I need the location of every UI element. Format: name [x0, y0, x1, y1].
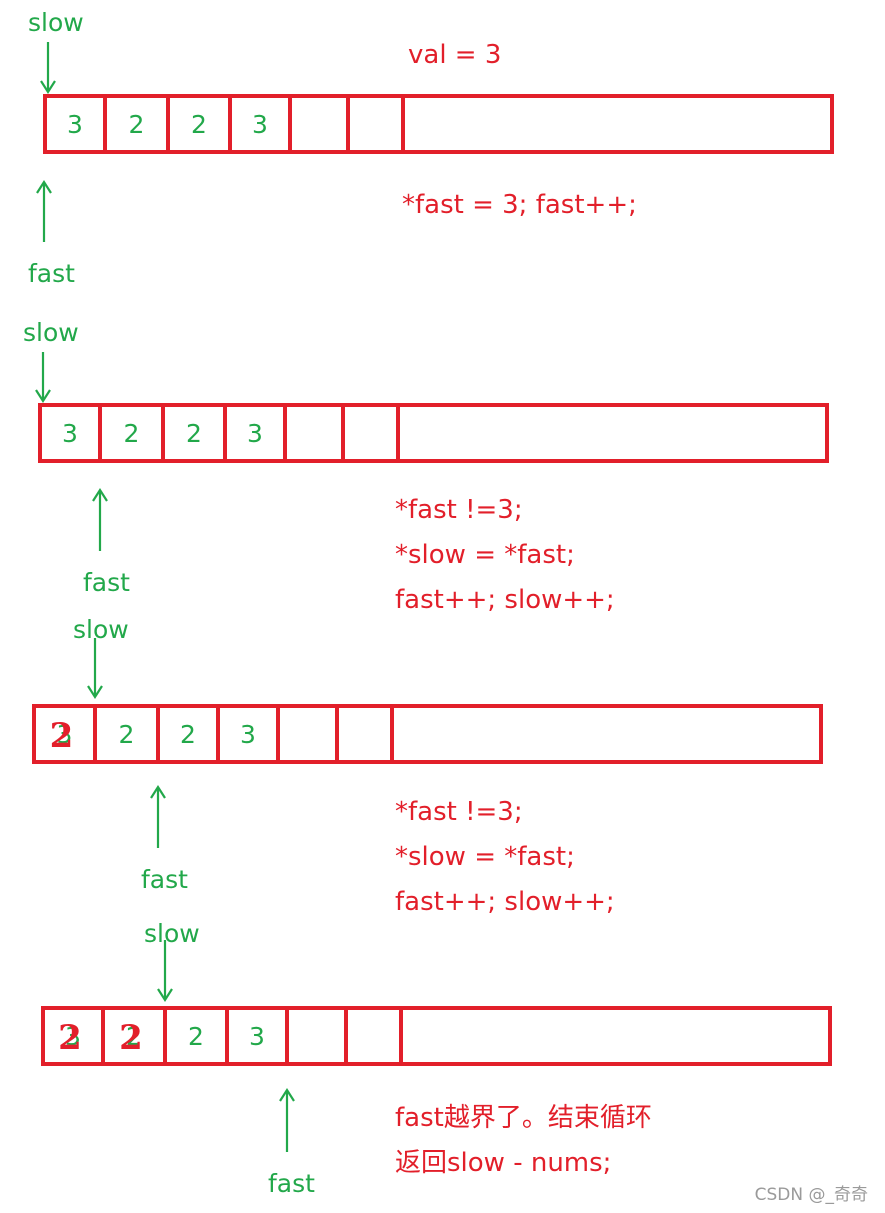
fast-arrowhead	[150, 784, 166, 799]
cell-value: 2	[191, 110, 207, 139]
cell-value: 3	[249, 1022, 265, 1051]
fast-pointer-label: fast	[83, 568, 130, 597]
cell-value: 3	[247, 419, 263, 448]
slow-arrowhead	[87, 685, 103, 700]
cell-value: 2	[129, 110, 145, 139]
fast-pointer-label: fast	[141, 865, 188, 894]
cell-value: 2	[124, 419, 140, 448]
step-2: 3 2 2 3 slow fast *fast !=3; *slow = *fast; fast…	[23, 318, 829, 615]
fast-pointer-label: fast	[268, 1169, 315, 1198]
code-line: *slow = *fast;	[395, 842, 575, 872]
cell-value: 3	[62, 419, 78, 448]
cell-value: 2	[126, 1022, 142, 1051]
slow-pointer-label: slow	[23, 318, 79, 347]
array-box	[43, 94, 834, 154]
array-box	[38, 403, 829, 463]
val-header: val = 3	[408, 40, 501, 70]
code-line: *fast !=3;	[395, 797, 523, 827]
cell-value: 3	[65, 1022, 81, 1051]
array-box	[32, 704, 823, 764]
code-line: fast++; slow++;	[395, 887, 615, 917]
cell-value: 3	[252, 110, 268, 139]
slow-arrowhead	[35, 389, 51, 404]
slow-pointer-label: slow	[28, 8, 84, 37]
fast-arrowhead	[36, 179, 52, 194]
code-line: fast越界了。结束循环	[395, 1103, 652, 1133]
cell-value: 3	[57, 720, 73, 749]
cell-value: 3	[240, 720, 256, 749]
watermark: CSDN @_奇奇	[755, 1185, 868, 1205]
code-line: *fast !=3;	[395, 495, 523, 525]
fast-arrowhead	[279, 1087, 295, 1102]
fast-pointer-label: fast	[28, 259, 75, 288]
fast-arrowhead	[92, 487, 108, 502]
slow-arrowhead	[40, 80, 56, 95]
code-line: fast++; slow++;	[395, 585, 615, 615]
cell-value: 2	[119, 720, 135, 749]
overwritten-value: 2	[119, 1018, 143, 1058]
step-1: 3 2 2 3 slow fast val = 3 *fast = 3; fast++;	[28, 8, 834, 288]
array-box	[41, 1006, 832, 1066]
cell-value: 2	[180, 720, 196, 749]
slow-pointer-label: slow	[144, 919, 200, 948]
slow-arrowhead	[157, 988, 173, 1003]
slow-pointer-label: slow	[73, 615, 129, 644]
code-line: *slow = *fast;	[395, 540, 575, 570]
cell-value: 2	[188, 1022, 204, 1051]
cell-value: 3	[67, 110, 83, 139]
code-line: *fast = 3; fast++;	[402, 190, 637, 220]
cell-value: 2	[186, 419, 202, 448]
code-line: 返回slow - nums;	[395, 1148, 611, 1178]
overwritten-value: 2	[50, 716, 74, 756]
overwritten-value: 2	[58, 1018, 82, 1058]
